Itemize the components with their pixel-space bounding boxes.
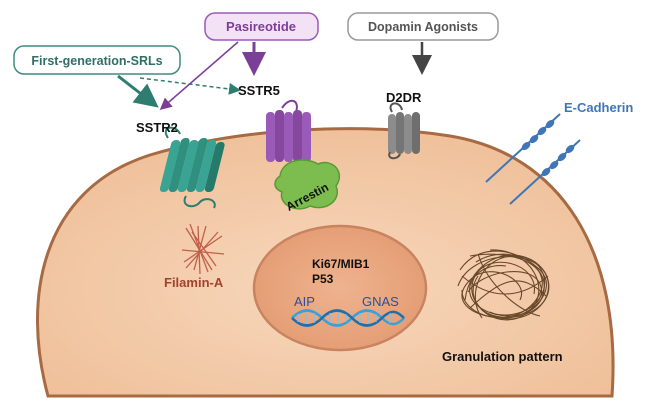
pasireotide-label: Pasireotide (226, 19, 296, 34)
sstr5-receptor-icon (266, 99, 311, 162)
dopamine-agonists-label: Dopamin Agonists (368, 20, 478, 34)
nucleus-label-p53: P53 (312, 272, 334, 286)
filamin-fibers-icon (181, 223, 225, 275)
granulation-label: Granulation pattern (442, 349, 563, 364)
arrestin-blob (274, 159, 341, 210)
gene-label-gnas: GNAS (362, 294, 399, 309)
arrow-pasireotide-to-sstr2 (159, 41, 239, 110)
arrow-srls-to-sstr2 (117, 74, 159, 108)
e-cadherin-label: E-Cadherin (564, 100, 633, 115)
nucleus-label-ki67: Ki67/MIB1 (312, 257, 370, 271)
sstr2-receptor-icon (159, 126, 225, 209)
sstr2-label: SSTR2 (136, 120, 178, 135)
dopamine-agonists-box (347, 12, 499, 41)
first-gen-srls-box (13, 45, 181, 75)
d2dr-label: D2DR (386, 90, 422, 105)
gene-label-aip: AIP (294, 294, 315, 309)
e-cadherin-icon (485, 113, 581, 205)
d2dr-receptor-icon (388, 102, 420, 160)
nucleus (252, 224, 428, 352)
sstr5-label: SSTR5 (238, 83, 280, 98)
first-gen-srls-label: First-generation-SRLs (31, 54, 162, 68)
filamin-label: Filamin-A (164, 275, 224, 290)
pasireotide-box (204, 12, 319, 41)
dna-helix-icon (291, 309, 405, 327)
granulation-fibers-icon (457, 249, 550, 321)
